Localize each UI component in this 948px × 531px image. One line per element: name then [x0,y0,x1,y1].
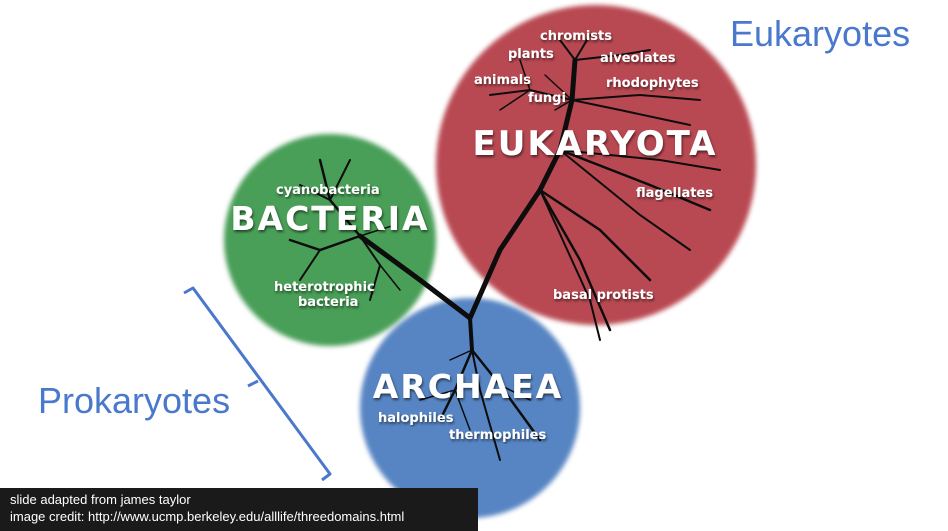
credit-line-image-source: image credit: http://www.ucmp.berkeley.e… [10,509,405,524]
eukaryota-label: EUKARYOTA [473,124,718,164]
group-label-halophiles: halophiles [378,411,454,426]
image-credit-box: slide adapted from james taylor image cr… [0,488,478,531]
group-label-flagellates: flagellates [636,186,713,201]
phylogenetic-tree [288,34,721,461]
bacteria-label: BACTERIA [230,199,429,238]
prokaryotes-bracket [183,286,332,482]
archaea-label: ARCHAEA [373,367,563,406]
bacteria-circle [224,134,436,346]
group-label-alveolates: alveolates [600,51,676,66]
archaea-circle [360,298,580,518]
group-label-plants: plants [508,47,554,62]
group-label-cyanobacteria: cyanobacteria [276,183,380,198]
group-label-animals: animals [474,73,531,88]
group-label-fungi: fungi [528,91,566,106]
eukaryotes-annotation: Eukaryotes [730,13,911,54]
group-label-thermophiles: thermophiles [449,428,546,443]
group-label-basal-protists: basal protists [553,288,654,303]
credit-line-adapted: slide adapted from james taylor [10,492,191,507]
prokaryotes-annotation: Prokaryotes [38,380,231,421]
prokaryotes-bracket-tick [247,379,259,388]
group-label-heterotrophic: heterotrophic [274,280,375,295]
group-label-rhodophytes: rhodophytes [606,76,699,91]
group-label-bacteria: bacteria [298,295,358,310]
group-label-chromists: chromists [540,29,612,44]
